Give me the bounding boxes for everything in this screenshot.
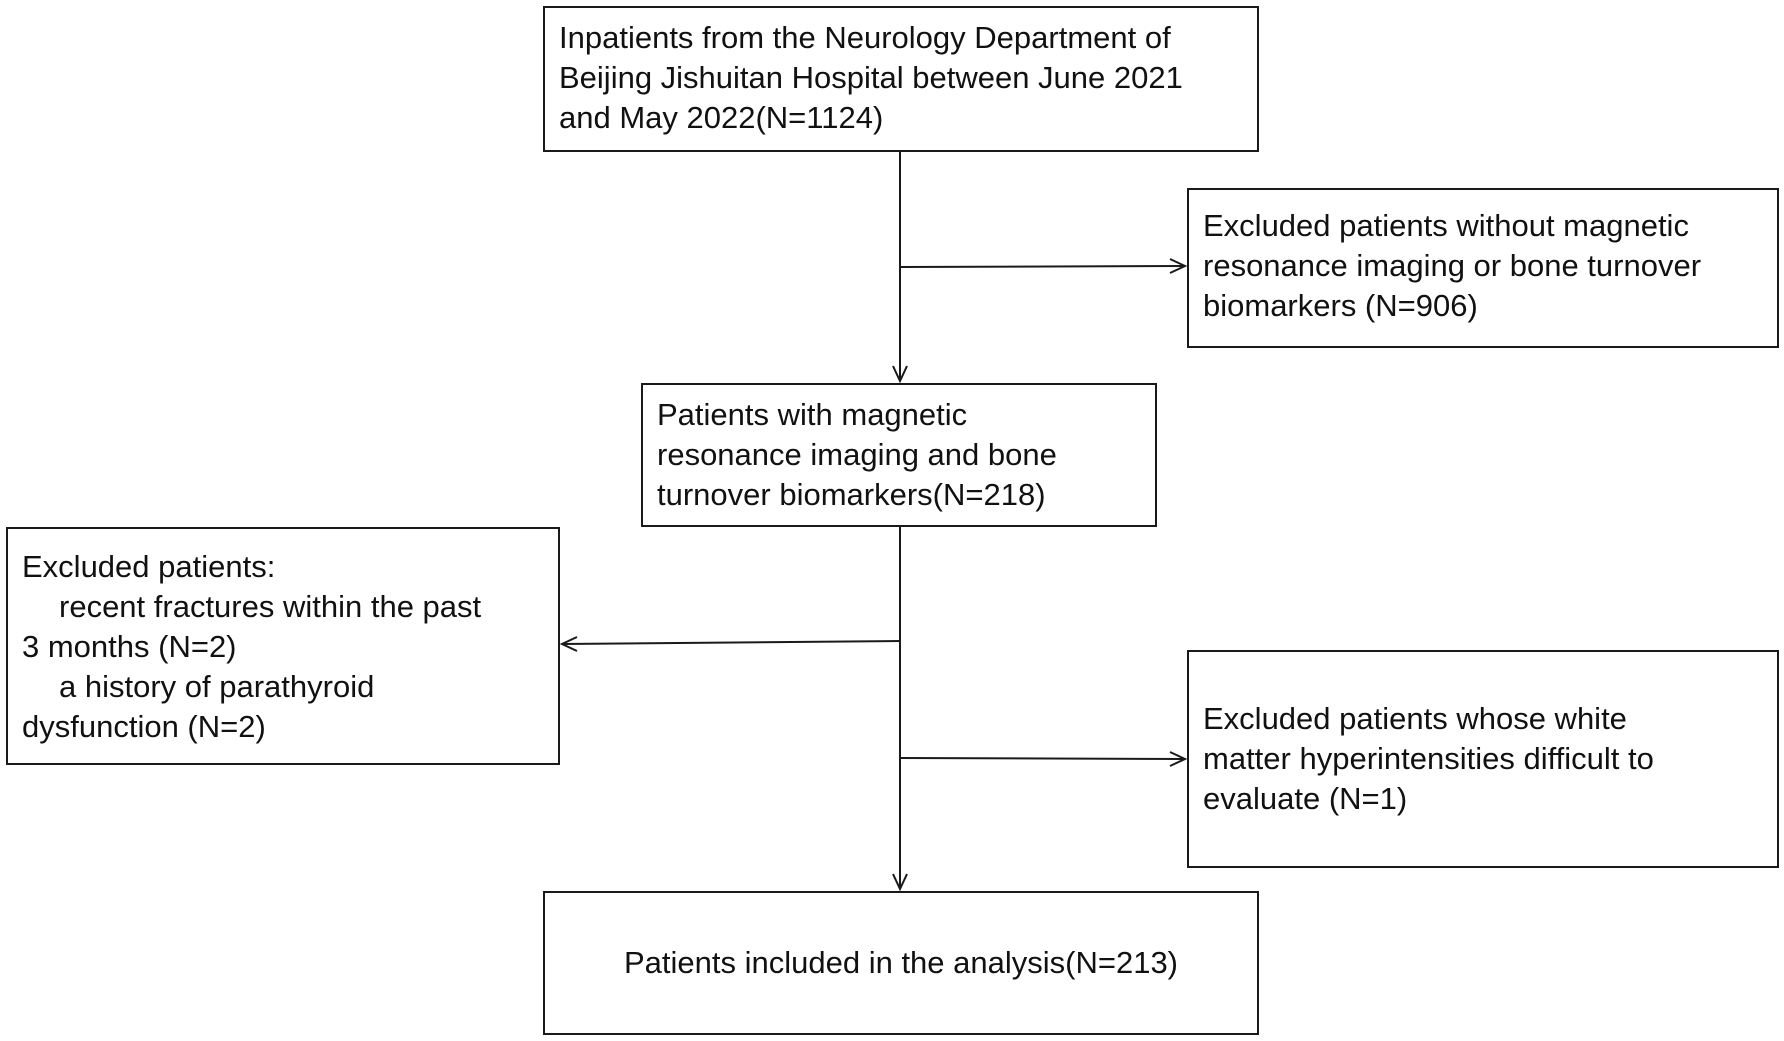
excluded-wmh-line-2: matter hyperintensities difficult to xyxy=(1203,741,1654,776)
arrowhead-down-top xyxy=(892,365,908,384)
excluded-fracture-parathyroid-box: Excluded patients: recent fractures with… xyxy=(6,527,560,765)
patients-with-mri-box: Patients with magnetic resonance imaging… xyxy=(641,383,1157,527)
excluded-no-mri-line-2: resonance imaging or bone turnover xyxy=(1203,248,1702,283)
included-label: Patients included in the analysis(N=213) xyxy=(623,945,1179,980)
branch-line-excluded-2 xyxy=(561,640,901,645)
excluded-heading: Excluded patients: xyxy=(22,549,276,584)
excluded-no-mri-box: Excluded patients without magnetic reson… xyxy=(1187,188,1779,348)
branch-line-excluded-1 xyxy=(899,265,1186,268)
excluded-wmh-line-3: evaluate (N=1) xyxy=(1203,781,1408,816)
excluded-parathyroid-line-2: dysfunction (N=2) xyxy=(22,709,266,744)
branch-line-excluded-3 xyxy=(899,757,1186,760)
arrowhead-down-bottom xyxy=(892,873,908,892)
inpatients-text-line-2: Beijing Jishuitan Hospital between June … xyxy=(559,60,1183,95)
inpatients-text-line-3: and May 2022(N=1124) xyxy=(559,100,884,135)
excluded-fracture-line-2: 3 months (N=2) xyxy=(22,629,237,664)
excluded-fracture-line-1: recent fractures within the past xyxy=(59,589,482,624)
patients-included-box: Patients included in the analysis(N=213) xyxy=(543,891,1259,1035)
excluded-no-mri-line-3: biomarkers (N=906) xyxy=(1203,288,1478,323)
arrowhead-right-excluded-3 xyxy=(1169,751,1188,767)
excluded-no-mri-line-1: Excluded patients without magnetic xyxy=(1203,208,1689,243)
with-mri-line-1: Patients with magnetic xyxy=(657,397,968,432)
arrowhead-right-excluded-1 xyxy=(1169,258,1188,274)
inpatients-text-line-1: Inpatients from the Neurology Department… xyxy=(559,20,1171,55)
excluded-parathyroid-line-1: a history of parathyroid xyxy=(59,669,375,704)
inpatients-box: Inpatients from the Neurology Department… xyxy=(543,6,1259,152)
excluded-wmh-line-1: Excluded patients whose white xyxy=(1203,701,1627,736)
with-mri-line-3: turnover biomarkers(N=218) xyxy=(657,477,1046,512)
arrowhead-left-excluded-2 xyxy=(559,636,578,652)
excluded-wmh-box: Excluded patients whose white matter hyp… xyxy=(1187,650,1779,868)
with-mri-line-2: resonance imaging and bone xyxy=(657,437,1057,472)
